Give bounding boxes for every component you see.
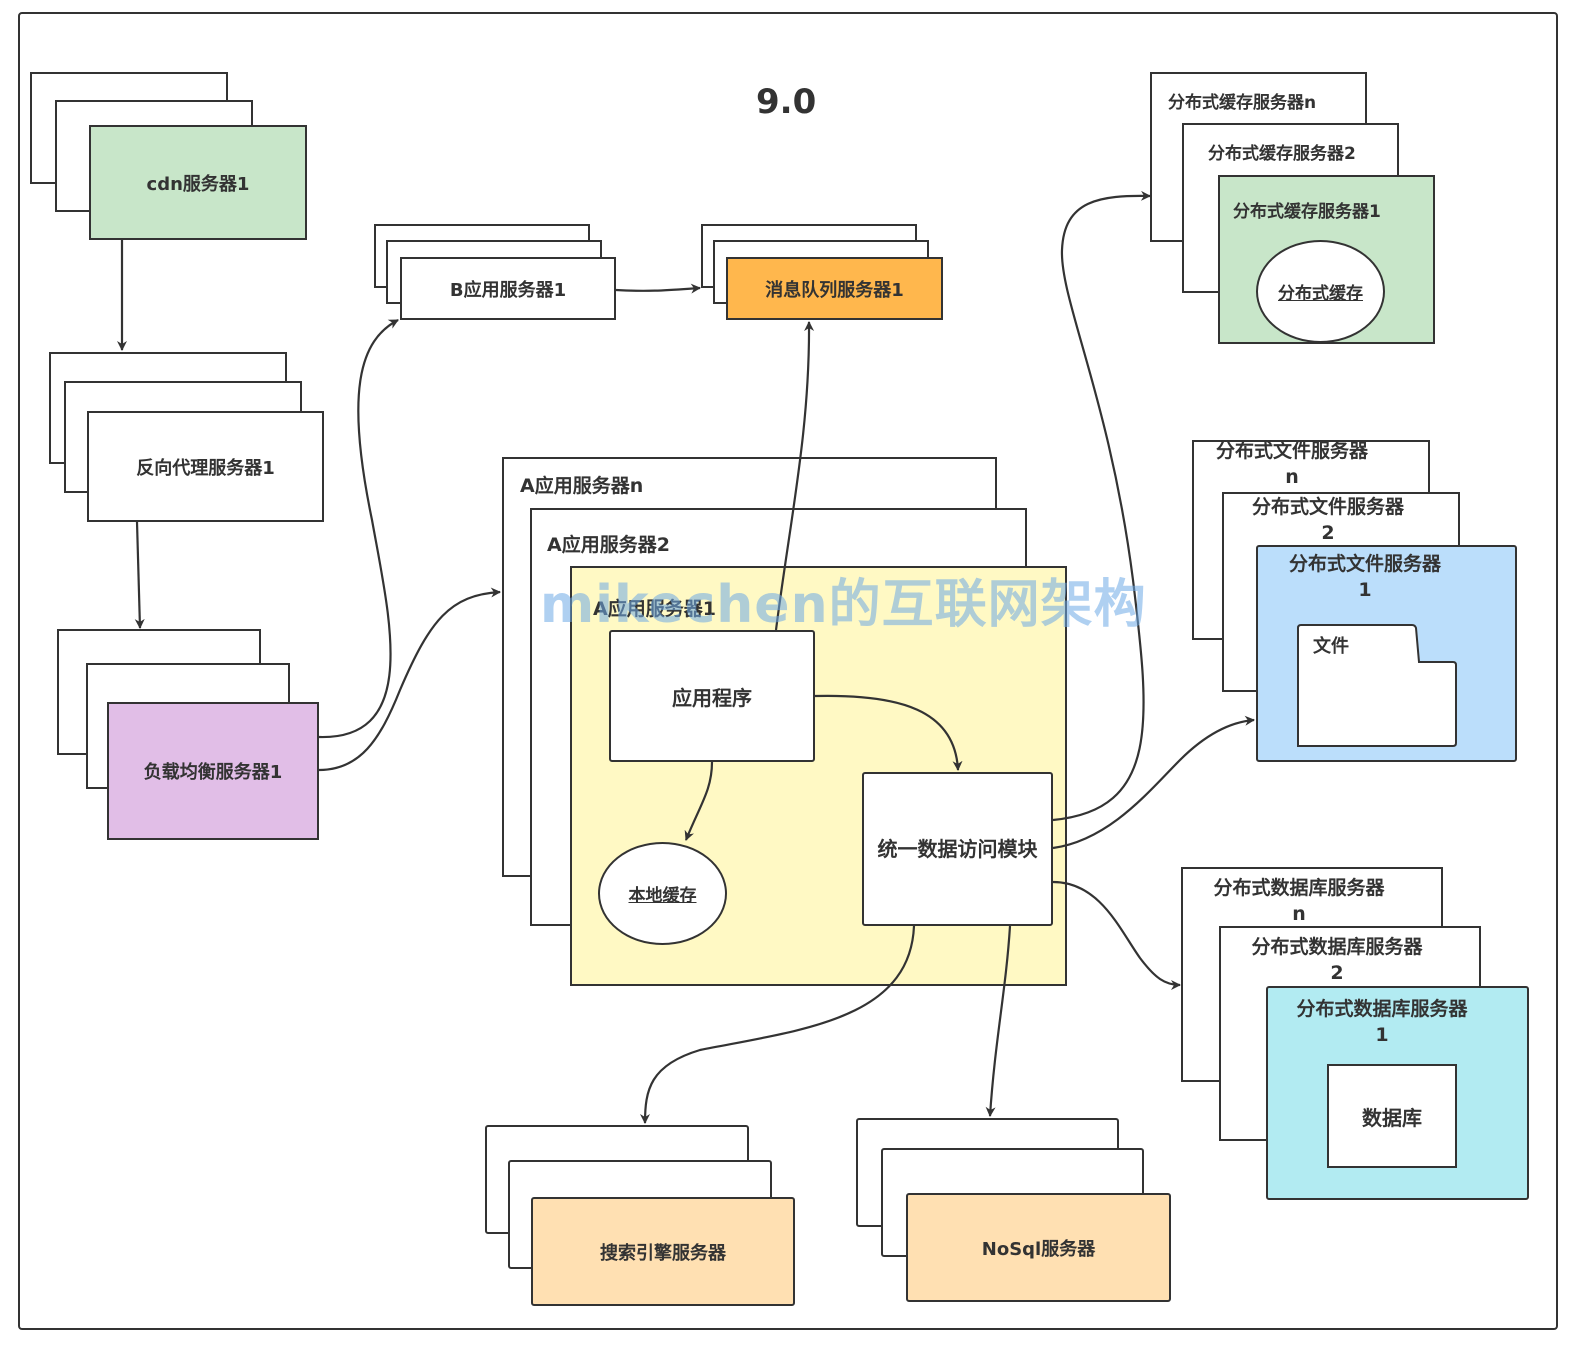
dist-file-1-label-line1: 分布式文件服务器 [1288,553,1441,575]
mq-label: 消息队列服务器1 [765,279,904,301]
dist-cache-2-label: 分布式缓存服务器2 [1208,144,1356,164]
dist-cache-inner-label: 分布式缓存 [1278,284,1363,304]
dist-db-2-label: 分布式数据库服务器 2 [1221,934,1453,986]
local-cache: 本地缓存 [598,842,727,945]
mq-server: 消息队列服务器1 [726,257,943,320]
data-access-module-label: 统一数据访问模块 [877,837,1038,861]
dist-cache-1-label: 分布式缓存服务器1 [1233,202,1381,222]
dist-cache-n-label: 分布式缓存服务器n [1168,93,1317,113]
a-app-server-1-label: A应用服务器1 [593,598,716,620]
load-balancer-label: 负载均衡服务器1 [143,762,283,783]
reverse-proxy-label: 反向代理服务器1 [136,457,275,479]
reverse-proxy-server: 反向代理服务器1 [87,411,324,522]
database-inner-label: 数据库 [1362,1105,1422,1130]
database-inner: 数据库 [1327,1064,1457,1168]
search-engine-server: 搜索引擎服务器 [531,1197,795,1306]
search-engine-label: 搜索引擎服务器 [600,1242,726,1264]
cdn-server-label: cdn服务器1 [146,173,250,195]
nosql-label: NoSql服务器 [981,1238,1096,1260]
dist-file-2-label-line2: 2 [1321,522,1335,544]
dist-db-n-label-line1: 分布式数据库服务器 [1213,877,1385,899]
folder-label: 文件 [1313,636,1349,657]
dist-file-n-label-line2: n [1285,466,1299,488]
b-app-server: B应用服务器1 [400,257,616,320]
dist-file-2-label-line1: 分布式文件服务器 [1251,496,1404,518]
cdn-server: cdn服务器1 [89,125,307,240]
dist-db-1-label: 分布式数据库服务器 1 [1268,996,1496,1048]
b-app-label: B应用服务器1 [449,279,567,301]
load-balancer-server: 负载均衡服务器1 [107,702,319,840]
dist-cache-inner: 分布式缓存 [1256,240,1385,343]
a-app-server-n-label: A应用服务器n [520,475,644,497]
diagram-title: 9.0 [756,82,817,122]
local-cache-label: 本地缓存 [628,886,697,906]
dist-db-2-label-line2: 2 [1330,962,1344,984]
dist-db-n-label-line2: n [1292,903,1306,925]
dist-db-1-label-line2: 1 [1375,1024,1389,1046]
app-program-label: 应用程序 [672,685,752,710]
dist-db-n-label: 分布式数据库服务器 n [1183,875,1415,927]
app-program: 应用程序 [609,630,815,762]
dist-db-2-label-line1: 分布式数据库服务器 [1251,936,1423,958]
dist-file-2-label: 分布式文件服务器 2 [1224,494,1432,546]
dist-file-n-label: 分布式文件服务器 n [1194,438,1390,490]
watermark: mikechen的互联网架构 [540,575,1147,635]
nosql-server: NoSql服务器 [906,1193,1171,1302]
dist-file-n-label-line1: 分布式文件服务器 [1215,440,1368,462]
dist-db-1-label-line1: 分布式数据库服务器 [1296,998,1468,1020]
dist-file-server-1: 分布式文件服务器 1 [1256,545,1517,762]
dist-file-1-label: 分布式文件服务器 1 [1258,551,1472,603]
dist-file-1-label-line2: 1 [1358,579,1372,601]
data-access-module: 统一数据访问模块 [862,772,1053,926]
a-app-server-2-label: A应用服务器2 [547,534,670,556]
